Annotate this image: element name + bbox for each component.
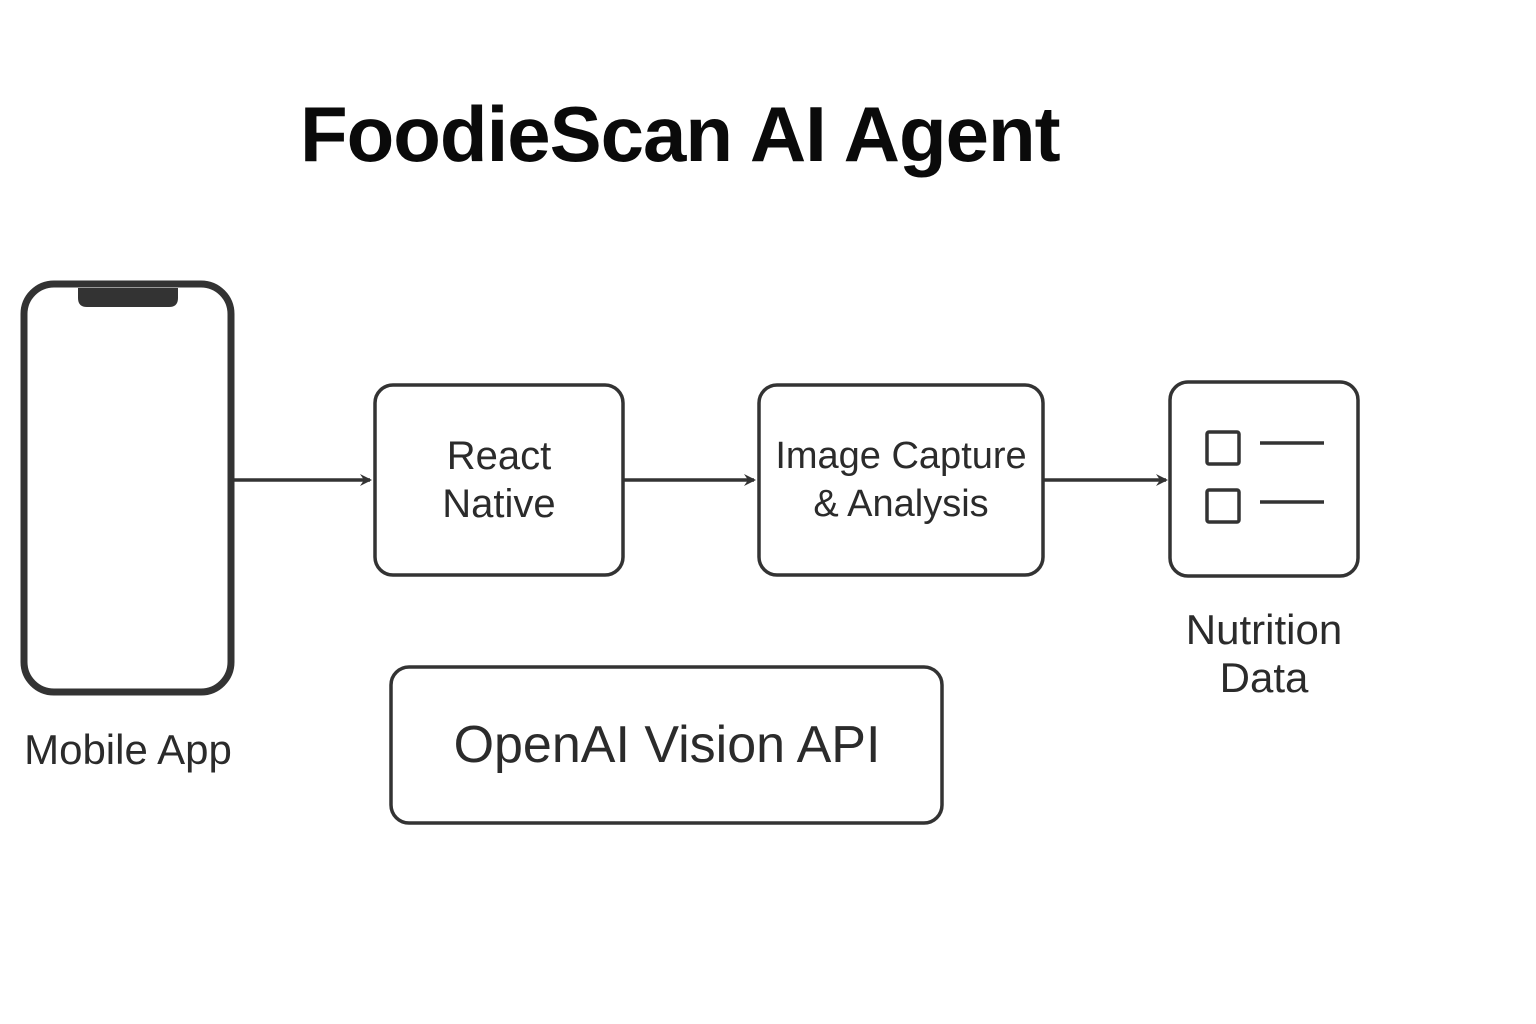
checklist-icon bbox=[1168, 380, 1360, 578]
openai-vision-label: OpenAI Vision API bbox=[453, 716, 881, 774]
nutrition-data-label: Nutrition Data bbox=[1185, 606, 1343, 701]
react-native-box bbox=[373, 383, 625, 577]
diagram-title: FoodieScan AI Agent bbox=[300, 90, 1061, 178]
openai-vision-box bbox=[389, 665, 944, 825]
mobile-app-label: Mobile App bbox=[24, 726, 232, 773]
react-native-label: React Native bbox=[442, 434, 556, 526]
image-capture-box bbox=[757, 383, 1045, 577]
smartphone-icon bbox=[20, 280, 235, 696]
image-capture-label: Image Capture & Analysis bbox=[775, 435, 1027, 525]
